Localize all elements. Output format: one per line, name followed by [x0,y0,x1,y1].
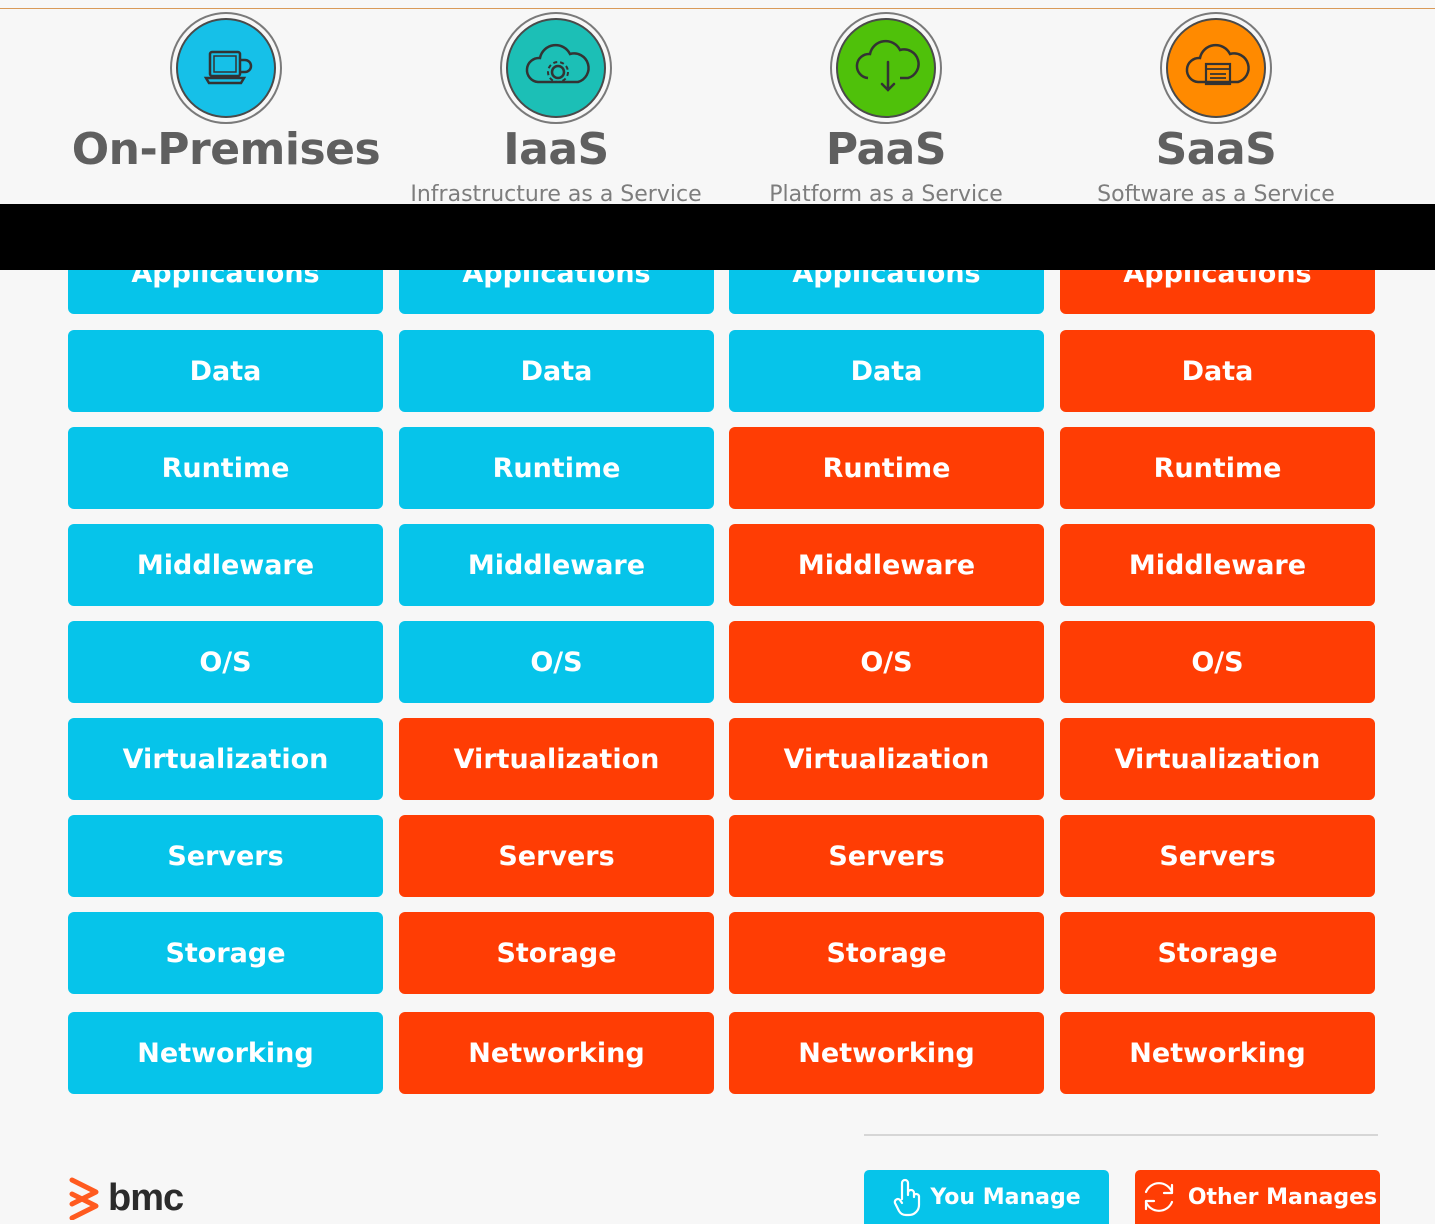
laptop-icon [176,18,276,118]
legend-other-manages-label: Other Manages [1187,1184,1378,1210]
tile-on-premises-virtualization: Virtualization [68,718,383,800]
hand-pointer-icon [894,1178,921,1217]
tile-on-premises-storage: Storage [68,912,383,994]
legend-you-manage: You Manage [864,1170,1109,1224]
column-header-on-premises: On-Premises [61,12,391,204]
tile-on-premises-middleware: Middleware [68,524,383,606]
tile-iaas-os: O/S [399,621,714,703]
tile-saas-storage: Storage [1060,912,1375,994]
tile-paas-middleware: Middleware [729,524,1044,606]
column-subtitle: Infrastructure as a Service [410,182,702,207]
column-header-iaas: IaaS Infrastructure as a Service [391,12,721,207]
column-header-saas: SaaS Software as a Service [1051,12,1381,207]
tile-paas-data: Data [729,330,1044,412]
column-title: IaaS [503,124,609,175]
bmc-logo-mark-icon [69,1177,99,1220]
legend-other-manages: Other Manages [1135,1170,1380,1224]
tile-on-premises-os: O/S [68,621,383,703]
tile-paas-runtime: Runtime [729,427,1044,509]
refresh-cycle-icon [1144,1182,1173,1212]
tile-paas-virtualization: Virtualization [729,718,1044,800]
icon-badge [830,12,942,124]
legend-you-manage-label: You Manage [930,1184,1081,1210]
legend-divider [864,1134,1378,1136]
redaction-bar [0,204,1435,270]
tile-paas-servers: Servers [729,815,1044,897]
tile-saas-data: Data [1060,330,1375,412]
tile-iaas-networking: Networking [399,1012,714,1094]
tile-saas-middleware: Middleware [1060,524,1375,606]
column-header-paas: PaaS Platform as a Service [721,12,1051,207]
cloud-app-icon [1166,18,1266,118]
tile-on-premises-servers: Servers [68,815,383,897]
icon-badge [500,12,612,124]
column-title: On-Premises [71,124,381,175]
tile-paas-networking: Networking [729,1012,1044,1094]
tile-iaas-storage: Storage [399,912,714,994]
bmc-logo: bmc [66,1176,184,1220]
tile-saas-runtime: Runtime [1060,427,1375,509]
column-title: SaaS [1155,124,1277,175]
icon-badge [170,12,282,124]
cloud-gear-icon [506,18,606,118]
tile-on-premises-runtime: Runtime [68,427,383,509]
tile-on-premises-networking: Networking [68,1012,383,1094]
tile-paas-storage: Storage [729,912,1044,994]
top-divider [0,8,1435,9]
tile-saas-servers: Servers [1060,815,1375,897]
tile-iaas-servers: Servers [399,815,714,897]
column-title: PaaS [825,124,947,175]
tile-saas-networking: Networking [1060,1012,1375,1094]
column-subtitle: Platform as a Service [769,182,1003,207]
tile-saas-virtualization: Virtualization [1060,718,1375,800]
tile-saas-os: O/S [1060,621,1375,703]
tile-iaas-runtime: Runtime [399,427,714,509]
tile-iaas-middleware: Middleware [399,524,714,606]
tile-iaas-virtualization: Virtualization [399,718,714,800]
cloud-download-icon [836,18,936,118]
bmc-logo-text: bmc [108,1176,184,1219]
icon-badge [1160,12,1272,124]
column-subtitle: Software as a Service [1097,182,1335,207]
tile-paas-os: O/S [729,621,1044,703]
tile-on-premises-data: Data [68,330,383,412]
tile-iaas-data: Data [399,330,714,412]
